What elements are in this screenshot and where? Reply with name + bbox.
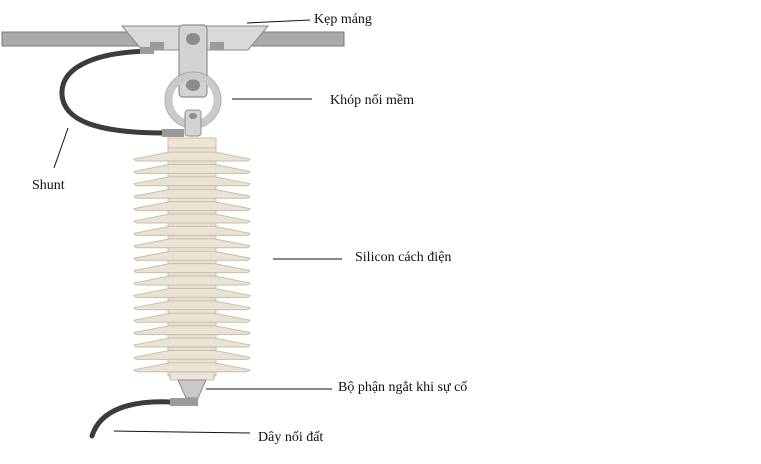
label-flex-joint: Khóp nối mềm bbox=[330, 93, 414, 108]
insulator-shed bbox=[132, 163, 252, 174]
clamp-bolt-right bbox=[210, 42, 224, 50]
insulator-shed bbox=[132, 250, 252, 261]
insulator-shed bbox=[132, 201, 252, 212]
insulator-shed bbox=[132, 176, 252, 187]
lower-link-hole bbox=[189, 113, 197, 119]
insulator-shed bbox=[132, 225, 252, 236]
insulator-shed bbox=[132, 275, 252, 286]
label-silicone: Silicon cách điện bbox=[355, 250, 452, 265]
insulator-shed bbox=[132, 151, 252, 162]
leader-shunt bbox=[53, 127, 69, 169]
insulator-shed bbox=[132, 337, 252, 348]
insulator-shed bbox=[132, 213, 252, 224]
insulator-shed bbox=[132, 349, 252, 360]
ground-lug bbox=[170, 398, 198, 406]
lower-link bbox=[184, 109, 202, 137]
shunt-lug-bottom bbox=[162, 129, 184, 137]
clamp-bolt-left bbox=[150, 42, 164, 50]
leader-clamp bbox=[246, 19, 311, 24]
label-shunt: Shunt bbox=[32, 178, 65, 193]
shunt-cable bbox=[59, 48, 168, 136]
leader-ground-wire bbox=[113, 430, 251, 434]
label-clamp: Kẹp máng bbox=[314, 12, 372, 27]
label-disconnector: Bộ phận ngắt khi sự cố bbox=[338, 380, 468, 395]
insulator-shed bbox=[132, 188, 252, 199]
insulator-sheds bbox=[132, 151, 252, 373]
disconnector bbox=[177, 379, 207, 399]
insulator-shed bbox=[132, 325, 252, 336]
insulator-shed bbox=[132, 362, 252, 373]
insulator-shed bbox=[132, 300, 252, 311]
bracket-hole-bottom bbox=[186, 79, 200, 91]
ground-wire bbox=[89, 399, 175, 439]
insulator-shed bbox=[132, 238, 252, 249]
bracket-hole-top bbox=[186, 33, 200, 45]
label-ground-wire: Dây nối đất bbox=[258, 430, 324, 445]
shunt-lug-top bbox=[140, 47, 154, 54]
insulator-shed bbox=[132, 287, 252, 298]
insulator-shed bbox=[132, 312, 252, 323]
bottom-cap bbox=[169, 371, 215, 381]
insulator-shed bbox=[132, 263, 252, 274]
